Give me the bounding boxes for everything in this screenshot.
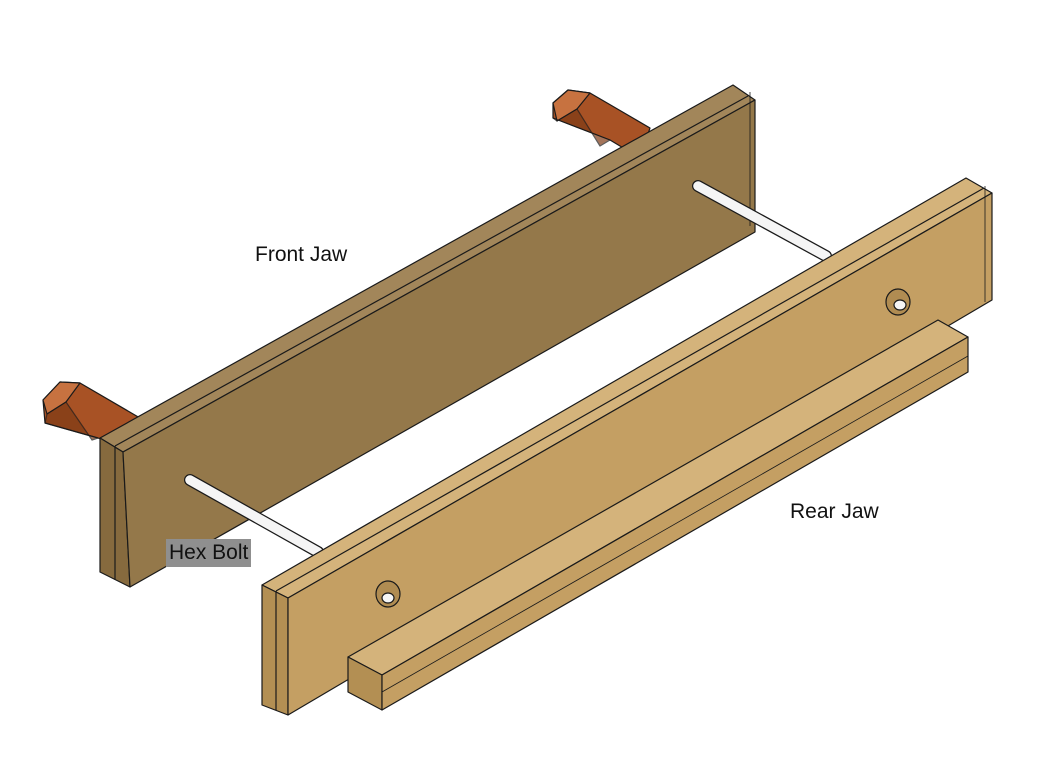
rear-jaw	[261, 177, 993, 716]
bolt-hole-right	[885, 288, 911, 316]
front-jaw	[99, 84, 756, 588]
front-jaw-label: Front Jaw	[255, 243, 348, 266]
hex-bolt-rods	[184, 180, 832, 558]
bolt-hole-left	[375, 580, 401, 608]
rear-jaw-ledge	[347, 319, 969, 711]
hex-bolt-label: Hex Bolt	[166, 539, 252, 567]
upper-handle	[552, 89, 651, 159]
rear-jaw-label: Rear Jaw	[790, 500, 879, 523]
